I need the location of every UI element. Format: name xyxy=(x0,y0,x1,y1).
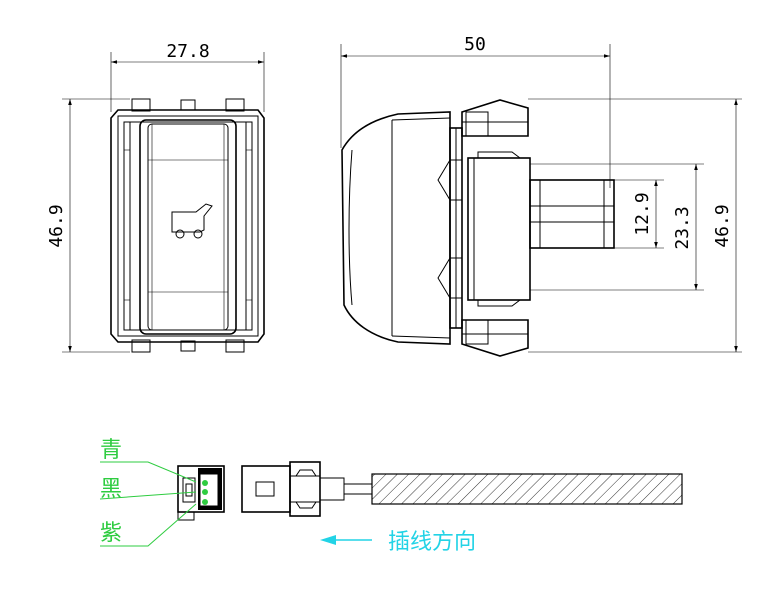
dimension-label-pin-height: 12.9 xyxy=(632,192,653,235)
insertion-direction-arrow xyxy=(320,535,372,545)
pin-middle-dot xyxy=(202,489,208,495)
socket-end-view xyxy=(177,465,225,521)
wire-label-top: 青 xyxy=(100,438,122,463)
pin-top-dot xyxy=(202,480,208,486)
wire-label-middle: 黑 xyxy=(100,477,122,502)
dimension-connector-height: 23.3 xyxy=(672,164,698,290)
plug-connector xyxy=(241,461,373,517)
pin-bottom-dot xyxy=(202,499,208,505)
dimension-front-width: 27.8 xyxy=(110,41,265,112)
dimension-pin-height: 12.9 xyxy=(632,180,658,248)
wiring-diagram: 青 黑 紫 插线方向 xyxy=(99,438,683,555)
dimension-front-height: 46.9 xyxy=(46,98,130,353)
dimension-side-height: 46.9 xyxy=(712,99,738,352)
dimension-label-side-height: 46.9 xyxy=(712,204,733,247)
dimension-label-connector-height: 23.3 xyxy=(672,206,693,249)
dimension-label-side-length: 50 xyxy=(464,34,486,55)
dimension-side-length: 50 xyxy=(340,34,611,188)
insertion-direction-label: 插线方向 xyxy=(388,530,476,555)
cable-hatched xyxy=(371,473,683,505)
wire-label-bottom: 紫 xyxy=(100,521,122,546)
front-view: 27.8 46.9 xyxy=(46,41,265,353)
dimension-label-front-height: 46.9 xyxy=(46,204,67,247)
dimension-label-front-width: 27.8 xyxy=(166,41,209,62)
car-icon xyxy=(171,203,213,239)
side-view: 50 xyxy=(340,34,742,357)
